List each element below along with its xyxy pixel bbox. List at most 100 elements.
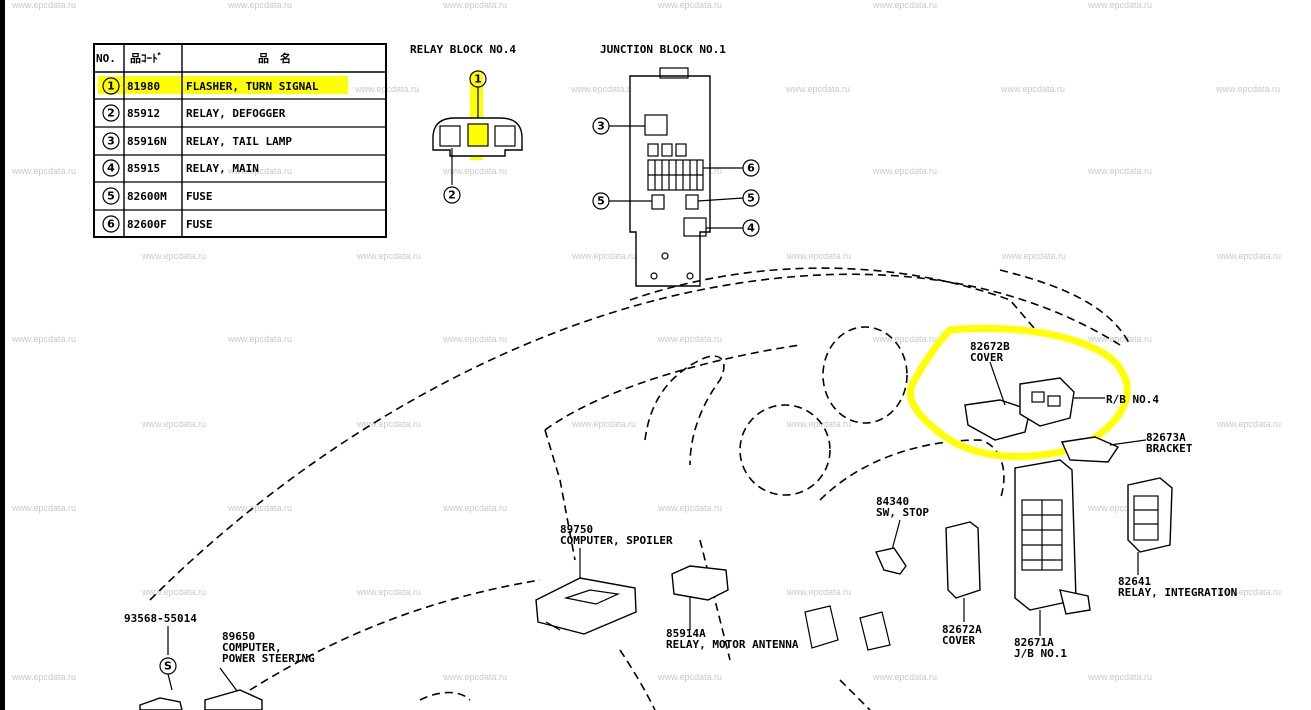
watermark: www.epcdata.ru	[356, 251, 421, 261]
part-name: POWER STEERING	[222, 652, 315, 665]
row-number-circle	[102, 77, 120, 95]
watermark: www.epcdata.ru	[11, 166, 76, 176]
junction-block-detail: JUNCTION BLOCK NO.1 3 6 5	[592, 43, 760, 287]
bottom-brackets	[804, 605, 891, 651]
row-highlight	[98, 76, 348, 94]
watermark: www.epcdata.ru	[227, 503, 292, 513]
relay-callout: 1	[474, 73, 482, 86]
relay-block-title: RELAY BLOCK NO.4	[410, 43, 516, 56]
watermark: www.epcdata.ru	[872, 672, 937, 682]
power-steering-computer: 93568-55014 S 93568-55014 89650 COMPUTER…	[124, 612, 315, 710]
cover-82672b-shape	[964, 399, 1031, 441]
watermark: www.epcdata.ru	[141, 419, 206, 429]
watermark: www.epcdata.ru	[1087, 334, 1152, 344]
row-code: 85912	[127, 107, 160, 120]
part-name: COVER	[970, 351, 1003, 364]
part-code: 93568-55014	[124, 612, 197, 625]
row-name: RELAY, TAIL LAMP	[186, 135, 292, 148]
highlight-loop	[906, 324, 1131, 460]
watermark: www.epcdata.ru	[1216, 251, 1281, 261]
row-number: 2	[107, 107, 115, 120]
watermark: www.epcdata.ru	[1087, 0, 1152, 10]
table-header-name: 品 名	[258, 51, 291, 65]
watermark: www.epcdata.ru	[657, 672, 722, 682]
relay-socket	[494, 125, 516, 147]
row-name: FUSE	[186, 218, 213, 231]
dashboard-outline	[149, 267, 1131, 710]
row-number: 1	[107, 80, 115, 93]
row-name: FLASHER, TURN SIGNAL	[186, 80, 319, 93]
table-header-no: NO.	[96, 52, 116, 65]
watermark: www.epcdata.ru	[11, 672, 76, 682]
relay-socket	[467, 123, 489, 147]
watermark: www.epcdata.ru	[442, 0, 507, 10]
watermark: www.epcdata.ru	[356, 587, 421, 597]
watermark: www.epcdata.ru	[1000, 84, 1065, 94]
watermark: www.epcdata.ru	[785, 84, 850, 94]
watermark: www.epcdata.ru	[11, 334, 76, 344]
row-code: 82600F	[127, 218, 167, 231]
jb-no1: 82671A J/B NO.1	[1014, 459, 1091, 660]
watermark: www.epcdata.ru	[1216, 587, 1281, 597]
part-code: 89750	[560, 523, 593, 536]
part-name: R/B NO.4	[1106, 393, 1159, 406]
row-number-circle	[102, 104, 120, 122]
watermark: www.epcdata.ru	[227, 334, 292, 344]
row-number: 5	[107, 190, 115, 203]
relay-socket	[439, 125, 461, 147]
watermark: www.epcdata.ru	[786, 419, 851, 429]
junction-block-title: JUNCTION BLOCK NO.1	[600, 43, 726, 56]
junction-callout: 6	[747, 162, 755, 175]
junction-callout: 3	[597, 120, 605, 133]
watermark: www.epcdata.ru	[872, 166, 937, 176]
cover-82672a: 82672A COVER	[942, 521, 982, 647]
watermark: www.epcdata.ru	[442, 166, 507, 176]
watermark: www.epcdata.ru	[11, 0, 76, 10]
row-code: 85915	[127, 162, 160, 175]
watermark: www.epcdata.ru	[786, 587, 851, 597]
part-code: 82673A	[1146, 431, 1186, 444]
integration-relay: 82641 RELAY, INTEGRATION	[1118, 477, 1237, 599]
part-name: BRACKET	[1146, 442, 1193, 455]
watermark: www.epcdata.ru	[141, 587, 206, 597]
row-code: 85916N	[127, 135, 167, 148]
watermark: www.epcdata.ru	[227, 166, 292, 176]
watermark: www.epcdata.ru	[571, 419, 636, 429]
watermark: www.epcdata.ru	[227, 0, 292, 10]
part-code: 84340	[876, 495, 909, 508]
parts-table: NO. 品ｺｰﾄﾞ 品 名 1 81980 FLASHER, TURN SIGN…	[93, 43, 387, 238]
row-number-circle	[102, 215, 120, 233]
relay-callout: 2	[448, 189, 456, 202]
part-code: 82641	[1118, 575, 1151, 588]
rb4-relay-shape	[1019, 377, 1075, 427]
row-number: 3	[107, 135, 115, 148]
part-code: 85914A	[666, 627, 706, 640]
left-border	[0, 0, 5, 710]
watermark: www.epcdata.ru	[657, 0, 722, 10]
junction-callout: 5	[597, 195, 605, 208]
watermark-layer: www.epcdata.ru www.epcdata.ru www.epcdat…	[11, 0, 1281, 682]
part-name: COVER	[942, 634, 975, 647]
row-name: FUSE	[186, 190, 213, 203]
row-code: 82600M	[127, 190, 167, 203]
watermark: www.epcdata.ru	[1087, 166, 1152, 176]
part-name: COMPUTER,	[222, 641, 282, 654]
row-number-circle	[102, 187, 120, 205]
watermark: www.epcdata.ru	[1216, 419, 1281, 429]
row-name: RELAY, MAIN	[186, 162, 259, 175]
rb4-assembly: 82672B COVER R/B NO.4 82673A BRACKET	[906, 324, 1193, 463]
stop-switch: 84340 SW, STOP	[875, 495, 929, 575]
watermark: www.epcdata.ru	[872, 334, 937, 344]
watermark: www.epcdata.ru	[1087, 503, 1152, 513]
junction-callout: 4	[747, 222, 755, 235]
relay-block-detail: RELAY BLOCK NO.4 1 2	[410, 43, 523, 204]
row-code: 81980	[127, 80, 160, 93]
part-code: 82672B	[970, 340, 1010, 353]
watermark: www.epcdata.ru	[356, 419, 421, 429]
watermark: www.epcdata.ru	[442, 672, 507, 682]
watermark: www.epcdata.ru	[1001, 251, 1066, 261]
part-name: J/B NO.1	[1014, 647, 1067, 660]
part-name: RELAY, INTEGRATION	[1118, 586, 1237, 599]
row-number-circle	[102, 159, 120, 177]
